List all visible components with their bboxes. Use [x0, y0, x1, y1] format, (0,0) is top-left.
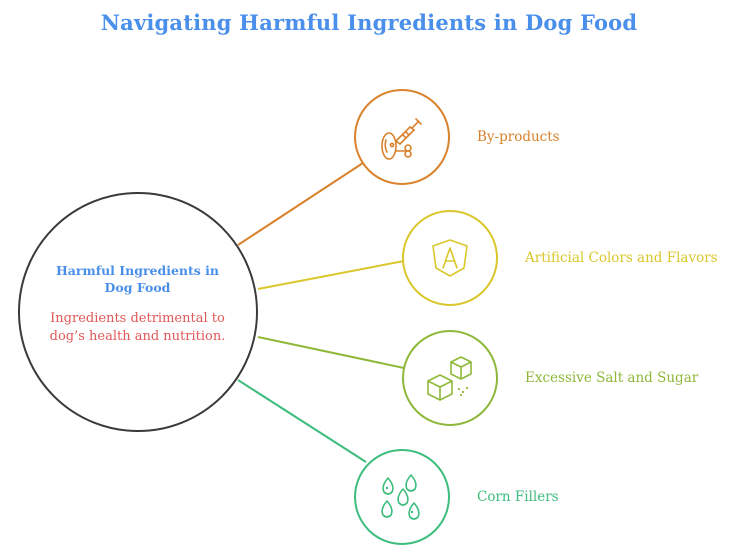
connector-corn — [237, 379, 367, 463]
meat-syringe-icon — [381, 118, 422, 160]
connector-by-products — [237, 160, 367, 246]
node-by-products — [354, 89, 450, 185]
connector-salt-sugar — [257, 336, 405, 369]
label-artificial: Artificial Colors and Flavors — [525, 250, 718, 266]
node-artificial — [402, 210, 498, 306]
central-circle — [18, 192, 258, 432]
label-by-products: By-products — [477, 129, 560, 145]
label-corn: Corn Fillers — [477, 489, 559, 505]
center-title: Harmful Ingredients in Dog Food — [55, 263, 220, 295]
label-salt-sugar: Excessive Salt and Sugar — [525, 370, 699, 386]
corn-kernels-icon — [381, 474, 420, 520]
salt-sugar-cubes-icon — [427, 356, 472, 401]
center-description: Ingredients detrimental to dog’s health … — [49, 311, 226, 344]
node-salt-sugar — [402, 330, 498, 426]
artificial-a-icon — [432, 239, 468, 277]
node-corn — [354, 449, 450, 545]
diagram-title: Navigating Harmful Ingredients in Dog Fo… — [100, 10, 638, 35]
connector-artificial — [257, 260, 405, 290]
